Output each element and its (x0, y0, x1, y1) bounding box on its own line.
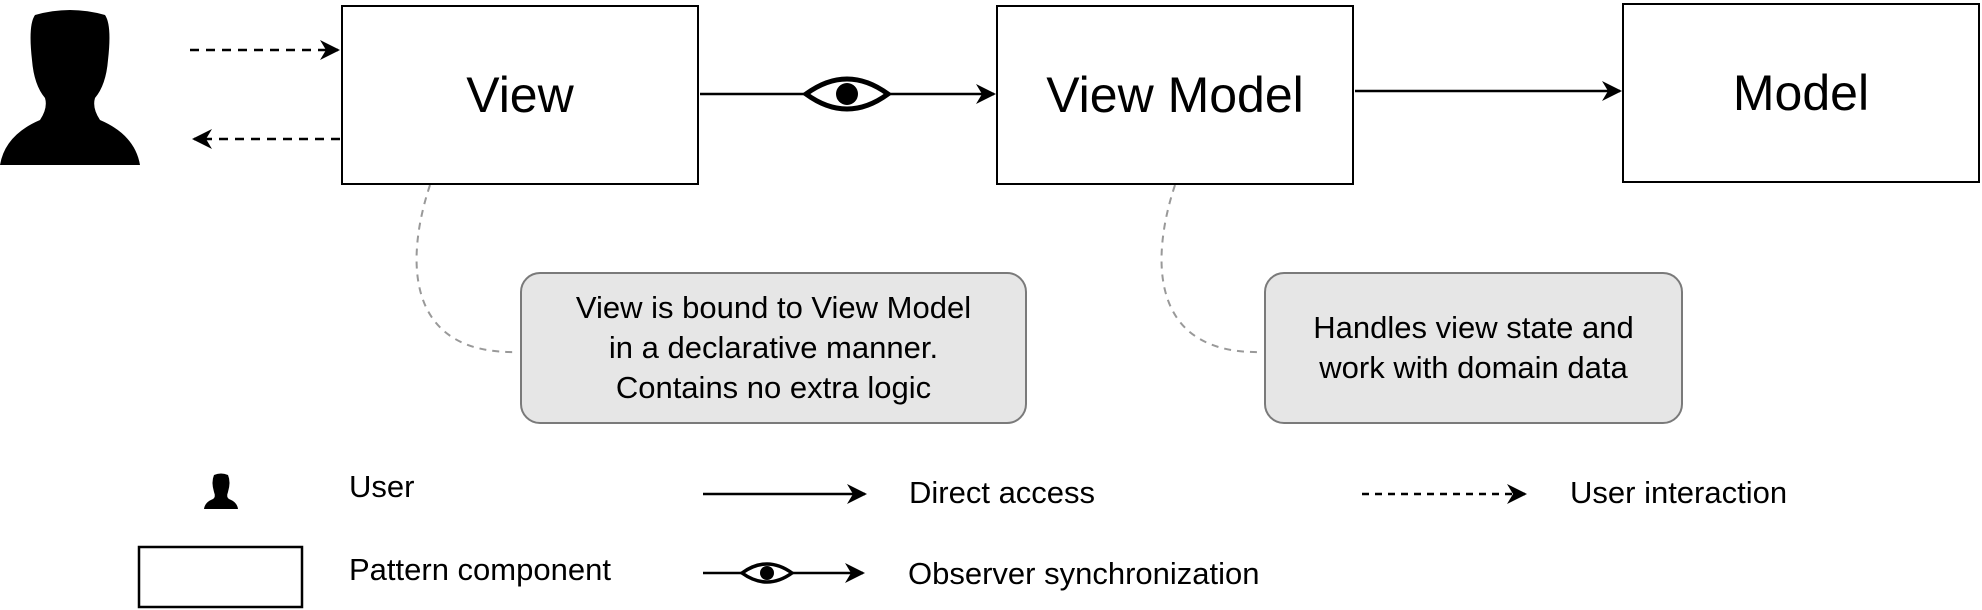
legend-user-icon (204, 473, 238, 509)
eye-icon (801, 76, 893, 112)
view-model-label: View Model (1046, 67, 1304, 123)
view-model-note-line-2: work with domain data (1319, 350, 1628, 385)
view-model-note-line-1: Handles view state and (1313, 310, 1634, 345)
view-note-line-1: View is bound to View Model (575, 290, 972, 325)
view-component: View (341, 5, 699, 185)
legend-pattern-component-box (137, 545, 304, 609)
user-icon (0, 10, 140, 165)
viewmodel-note-connector (1160, 184, 1263, 354)
model-component: Model (1622, 3, 1980, 183)
legend-pattern-component-label: Pattern component (349, 552, 611, 587)
view-note-connector (415, 184, 519, 354)
view-note-line-3: Contains no extra logic (615, 370, 932, 405)
view-label: View (466, 67, 574, 123)
view-note: View is bound to View Model in a declara… (520, 272, 1027, 424)
legend-observer-synchronization-label: Observer synchronization (908, 556, 1260, 591)
legend-eye-icon (739, 562, 795, 584)
view-model-component: View Model (996, 5, 1354, 185)
legend-direct-access-label: Direct access (909, 475, 1096, 510)
view-model-note: Handles view state and work with domain … (1264, 272, 1683, 424)
legend-user-label: User (349, 469, 415, 504)
legend-user-interaction-label: User interaction (1570, 475, 1788, 510)
model-label: Model (1732, 65, 1870, 121)
view-note-line-2: in a declarative manner. (608, 330, 939, 365)
